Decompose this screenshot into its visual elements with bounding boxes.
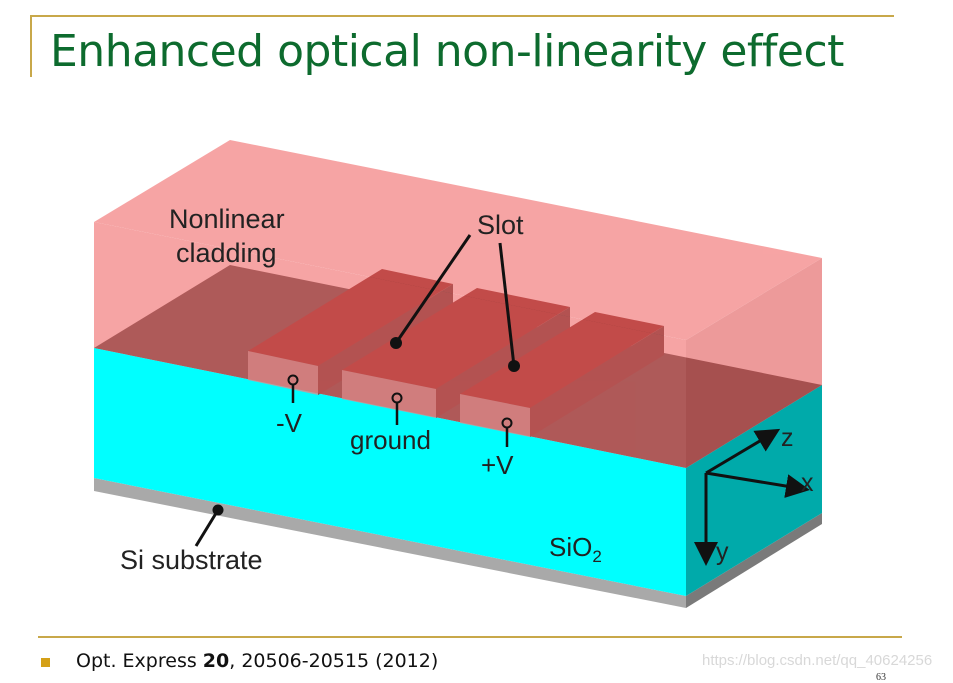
oxide-label-main: SiO — [549, 532, 592, 562]
coordinate-axes — [694, 428, 810, 566]
substrate-side — [686, 513, 822, 608]
substrate-label: Si substrate — [120, 545, 263, 575]
substrate-marker — [212, 504, 224, 516]
watermark: https://blog.csdn.net/qq_40624256 — [702, 652, 933, 669]
nonlinear-cladding — [94, 140, 822, 468]
bullet-square-icon — [41, 658, 50, 667]
ground-terminal — [391, 392, 403, 425]
plus-v-terminal — [501, 417, 513, 447]
footer-rule — [38, 636, 902, 638]
citation: Opt. Express 20, 20506-20515 (2012) — [76, 650, 438, 672]
slot-pointer-left — [394, 234, 472, 344]
slot-label: Slot — [477, 210, 524, 240]
minus-v-label: -V — [276, 408, 303, 438]
substrate-pointer — [194, 509, 220, 547]
oxide-label: SiO2 — [549, 532, 602, 566]
slot-marker-left — [390, 337, 402, 349]
axis-z-label: z — [781, 424, 794, 452]
slot-marker-right — [508, 360, 520, 372]
ground-label: ground — [350, 425, 431, 455]
citation-volume: 20 — [202, 650, 230, 672]
axis-y-label: y — [716, 538, 729, 566]
slide-title: Enhanced optical non-linearity effect — [50, 26, 844, 77]
page-number: 63 — [876, 672, 886, 683]
oxide-front-face — [94, 348, 686, 596]
substrate-front — [94, 478, 686, 608]
citation-pages-year: , 20506-20515 (2012) — [229, 650, 439, 672]
axis-x-label: x — [801, 469, 814, 497]
cladding-label-line2: cladding — [176, 238, 277, 268]
citation-journal: Opt. Express — [76, 650, 203, 672]
oxide-side-face — [686, 385, 822, 596]
cladding-label-line1: Nonlinear — [169, 204, 285, 234]
slot-pointer-right — [498, 242, 516, 367]
title-left-rule — [30, 15, 32, 77]
minus-v-terminal — [287, 374, 299, 403]
plus-v-label: +V — [481, 450, 514, 480]
title-top-rule — [30, 15, 894, 17]
oxide-label-subscript: 2 — [592, 547, 601, 566]
